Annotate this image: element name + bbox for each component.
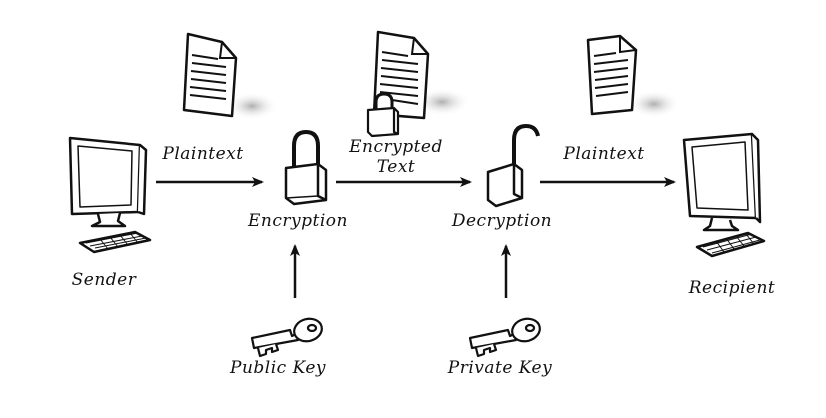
label-sender: Sender <box>71 270 137 290</box>
label-recipient: Recipient <box>688 278 776 298</box>
encrypted-document-icon <box>366 30 470 138</box>
recipient-computer-icon <box>682 132 766 258</box>
sender-computer-icon <box>68 136 152 254</box>
private-key-icon <box>468 317 541 358</box>
plaintext-document-left-icon <box>182 32 278 120</box>
label-plaintext-left: Plaintext <box>162 144 244 164</box>
flow-arrows <box>156 177 676 298</box>
encryption-padlock-icon <box>284 130 328 206</box>
label-encrypted: Encrypted <box>349 137 443 157</box>
label-decryption: Decryption <box>451 211 553 231</box>
label-private-key: Private Key <box>447 358 553 378</box>
decryption-padlock-icon <box>486 124 540 208</box>
public-key-icon <box>250 317 323 358</box>
label-encryption: Encryption <box>248 211 348 231</box>
label-public-key: Public Key <box>230 358 326 378</box>
label-plaintext-right: Plaintext <box>563 144 645 164</box>
label-text: Text <box>376 157 416 177</box>
small-padlock-icon <box>366 92 400 138</box>
plaintext-document-right-icon <box>586 34 680 118</box>
